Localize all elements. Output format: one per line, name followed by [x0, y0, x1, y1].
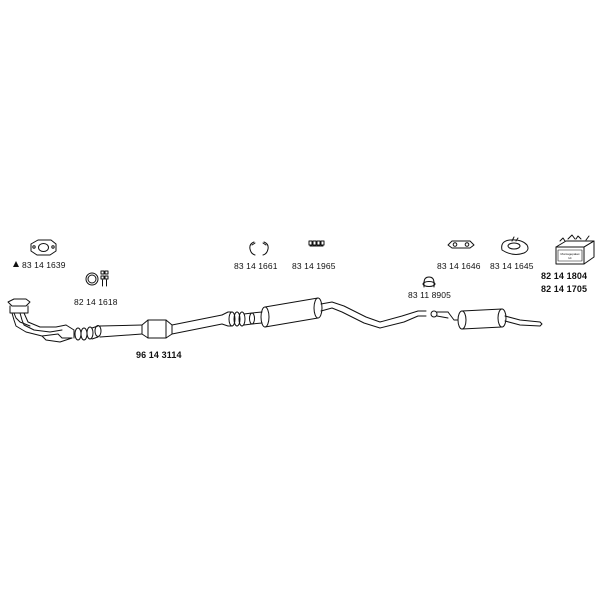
part-number-mounting-kit-1: 82 14 1804 — [541, 271, 588, 281]
part-number-u-clamp: 83 11 8905 — [408, 290, 451, 300]
mounting-kit-box-icon — [555, 234, 595, 265]
part-number-mounting-kit-2: 82 14 1705 — [541, 284, 588, 294]
clamp-ring-icon — [85, 272, 99, 286]
part-number-clamp-ring: 82 14 1618 — [74, 297, 118, 307]
part-number-gasket: 83 14 1639 — [22, 260, 66, 270]
part-number-bolts: 83 14 1965 — [292, 261, 336, 271]
part-number-main-pipe: 96 14 3114 — [136, 350, 182, 360]
bolts-icon — [308, 240, 325, 247]
rubber-hanger-icon — [447, 240, 475, 249]
middle-silencer — [251, 297, 427, 329]
part-number-rubber-hanger-b: 83 14 1645 — [490, 261, 534, 271]
kit-box-text-1: Montagepaket — [560, 252, 579, 256]
rubber-ring-icon — [501, 236, 529, 255]
clip-icon — [249, 241, 269, 256]
catalytic-converter — [141, 311, 255, 339]
part-number-rubber-hanger-a: 83 14 1646 — [437, 261, 481, 271]
rear-silencer — [430, 308, 543, 330]
gasket-icon — [30, 239, 57, 256]
front-pipe — [7, 298, 143, 343]
kit-box-text-2: kit — [569, 256, 572, 260]
part-number-clip: 83 14 1661 — [234, 261, 278, 271]
bolts-small-icon — [100, 270, 109, 287]
u-clamp-icon — [422, 276, 436, 288]
triangle-icon — [13, 261, 19, 267]
